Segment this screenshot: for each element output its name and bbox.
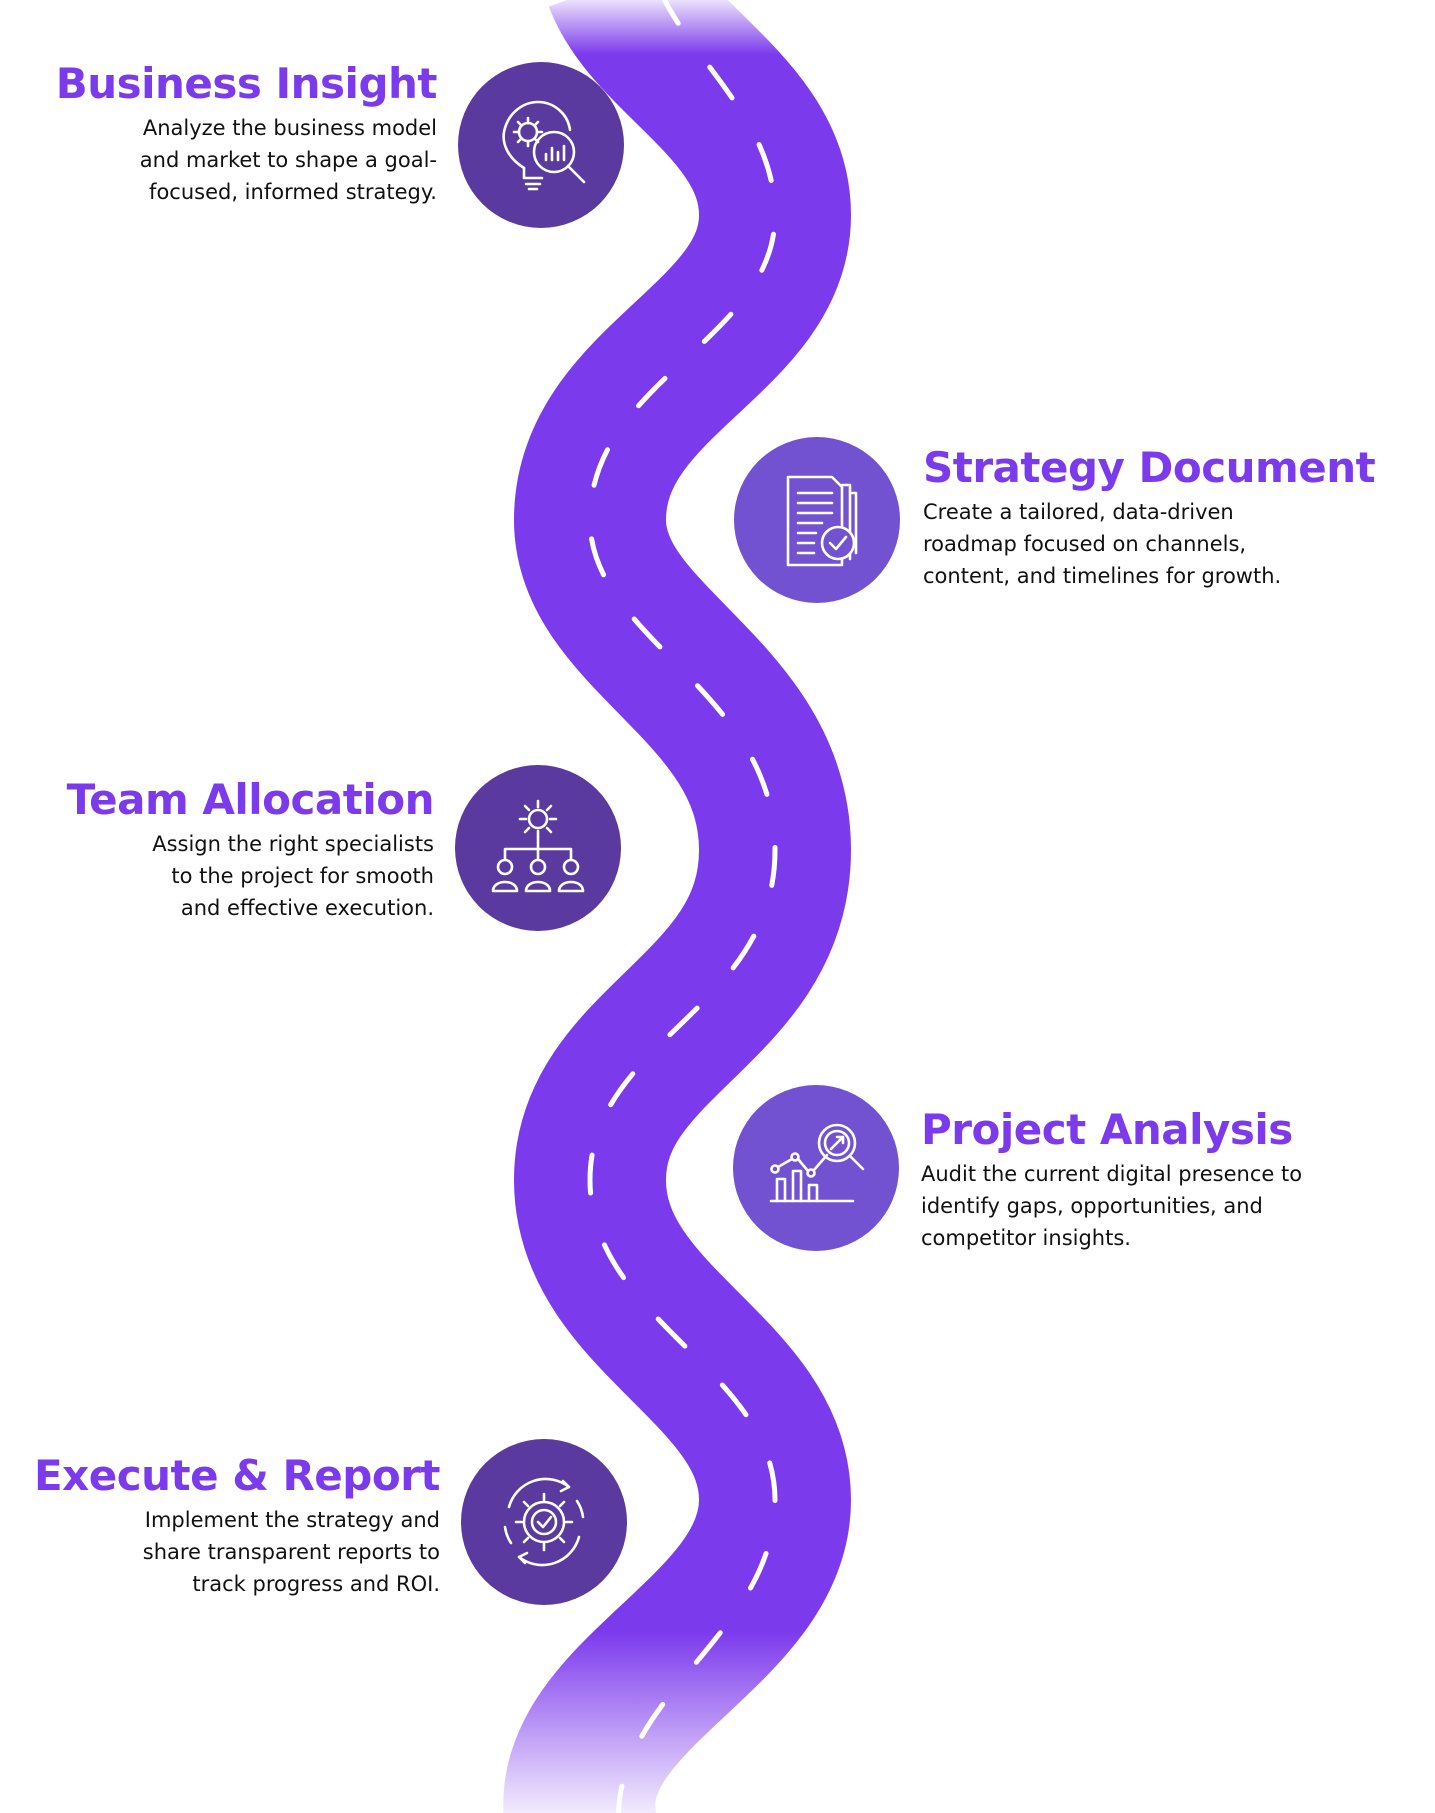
business-insight-badge [458, 62, 624, 228]
step-business-insight: Business Insight Analyze the business mo… [55, 58, 438, 208]
execute-report-badge [461, 1439, 627, 1605]
strategy-document-badge [734, 437, 900, 603]
step-description: Implement the strategy and share transpa… [142, 1508, 440, 1596]
step-project-analysis: Project Analysis Audit the current digit… [921, 1104, 1302, 1254]
document-checkmark-icon [786, 475, 858, 567]
road-center-dashes [587, 0, 778, 1813]
step-description: Assign the right specialists to the proj… [152, 832, 434, 920]
step-title: Execute & Report [33, 1451, 441, 1500]
step-description: Analyze the business model and market to… [139, 116, 437, 204]
step-title: Team Allocation [66, 775, 435, 824]
step-strategy-document: Strategy Document Create a tailored, dat… [923, 442, 1376, 592]
step-description: Audit the current digital presence to id… [921, 1162, 1303, 1250]
chart-magnifier-icon [769, 1123, 865, 1203]
project-analysis-badge [733, 1085, 899, 1251]
step-title: Business Insight [55, 59, 438, 108]
step-team-allocation: Team Allocation Assign the right special… [66, 774, 435, 924]
step-title: Strategy Document [923, 443, 1376, 492]
lightbulb-gear-magnifier-icon [502, 100, 586, 191]
gear-check-cycle-icon [503, 1477, 585, 1567]
team-allocation-badge [455, 765, 621, 931]
step-description: Create a tailored, data-driven roadmap f… [923, 500, 1282, 588]
gear-team-hierarchy-icon [491, 799, 585, 893]
step-execute-report: Execute & Report Implement the strategy … [33, 1450, 441, 1600]
step-title: Project Analysis [921, 1105, 1293, 1154]
